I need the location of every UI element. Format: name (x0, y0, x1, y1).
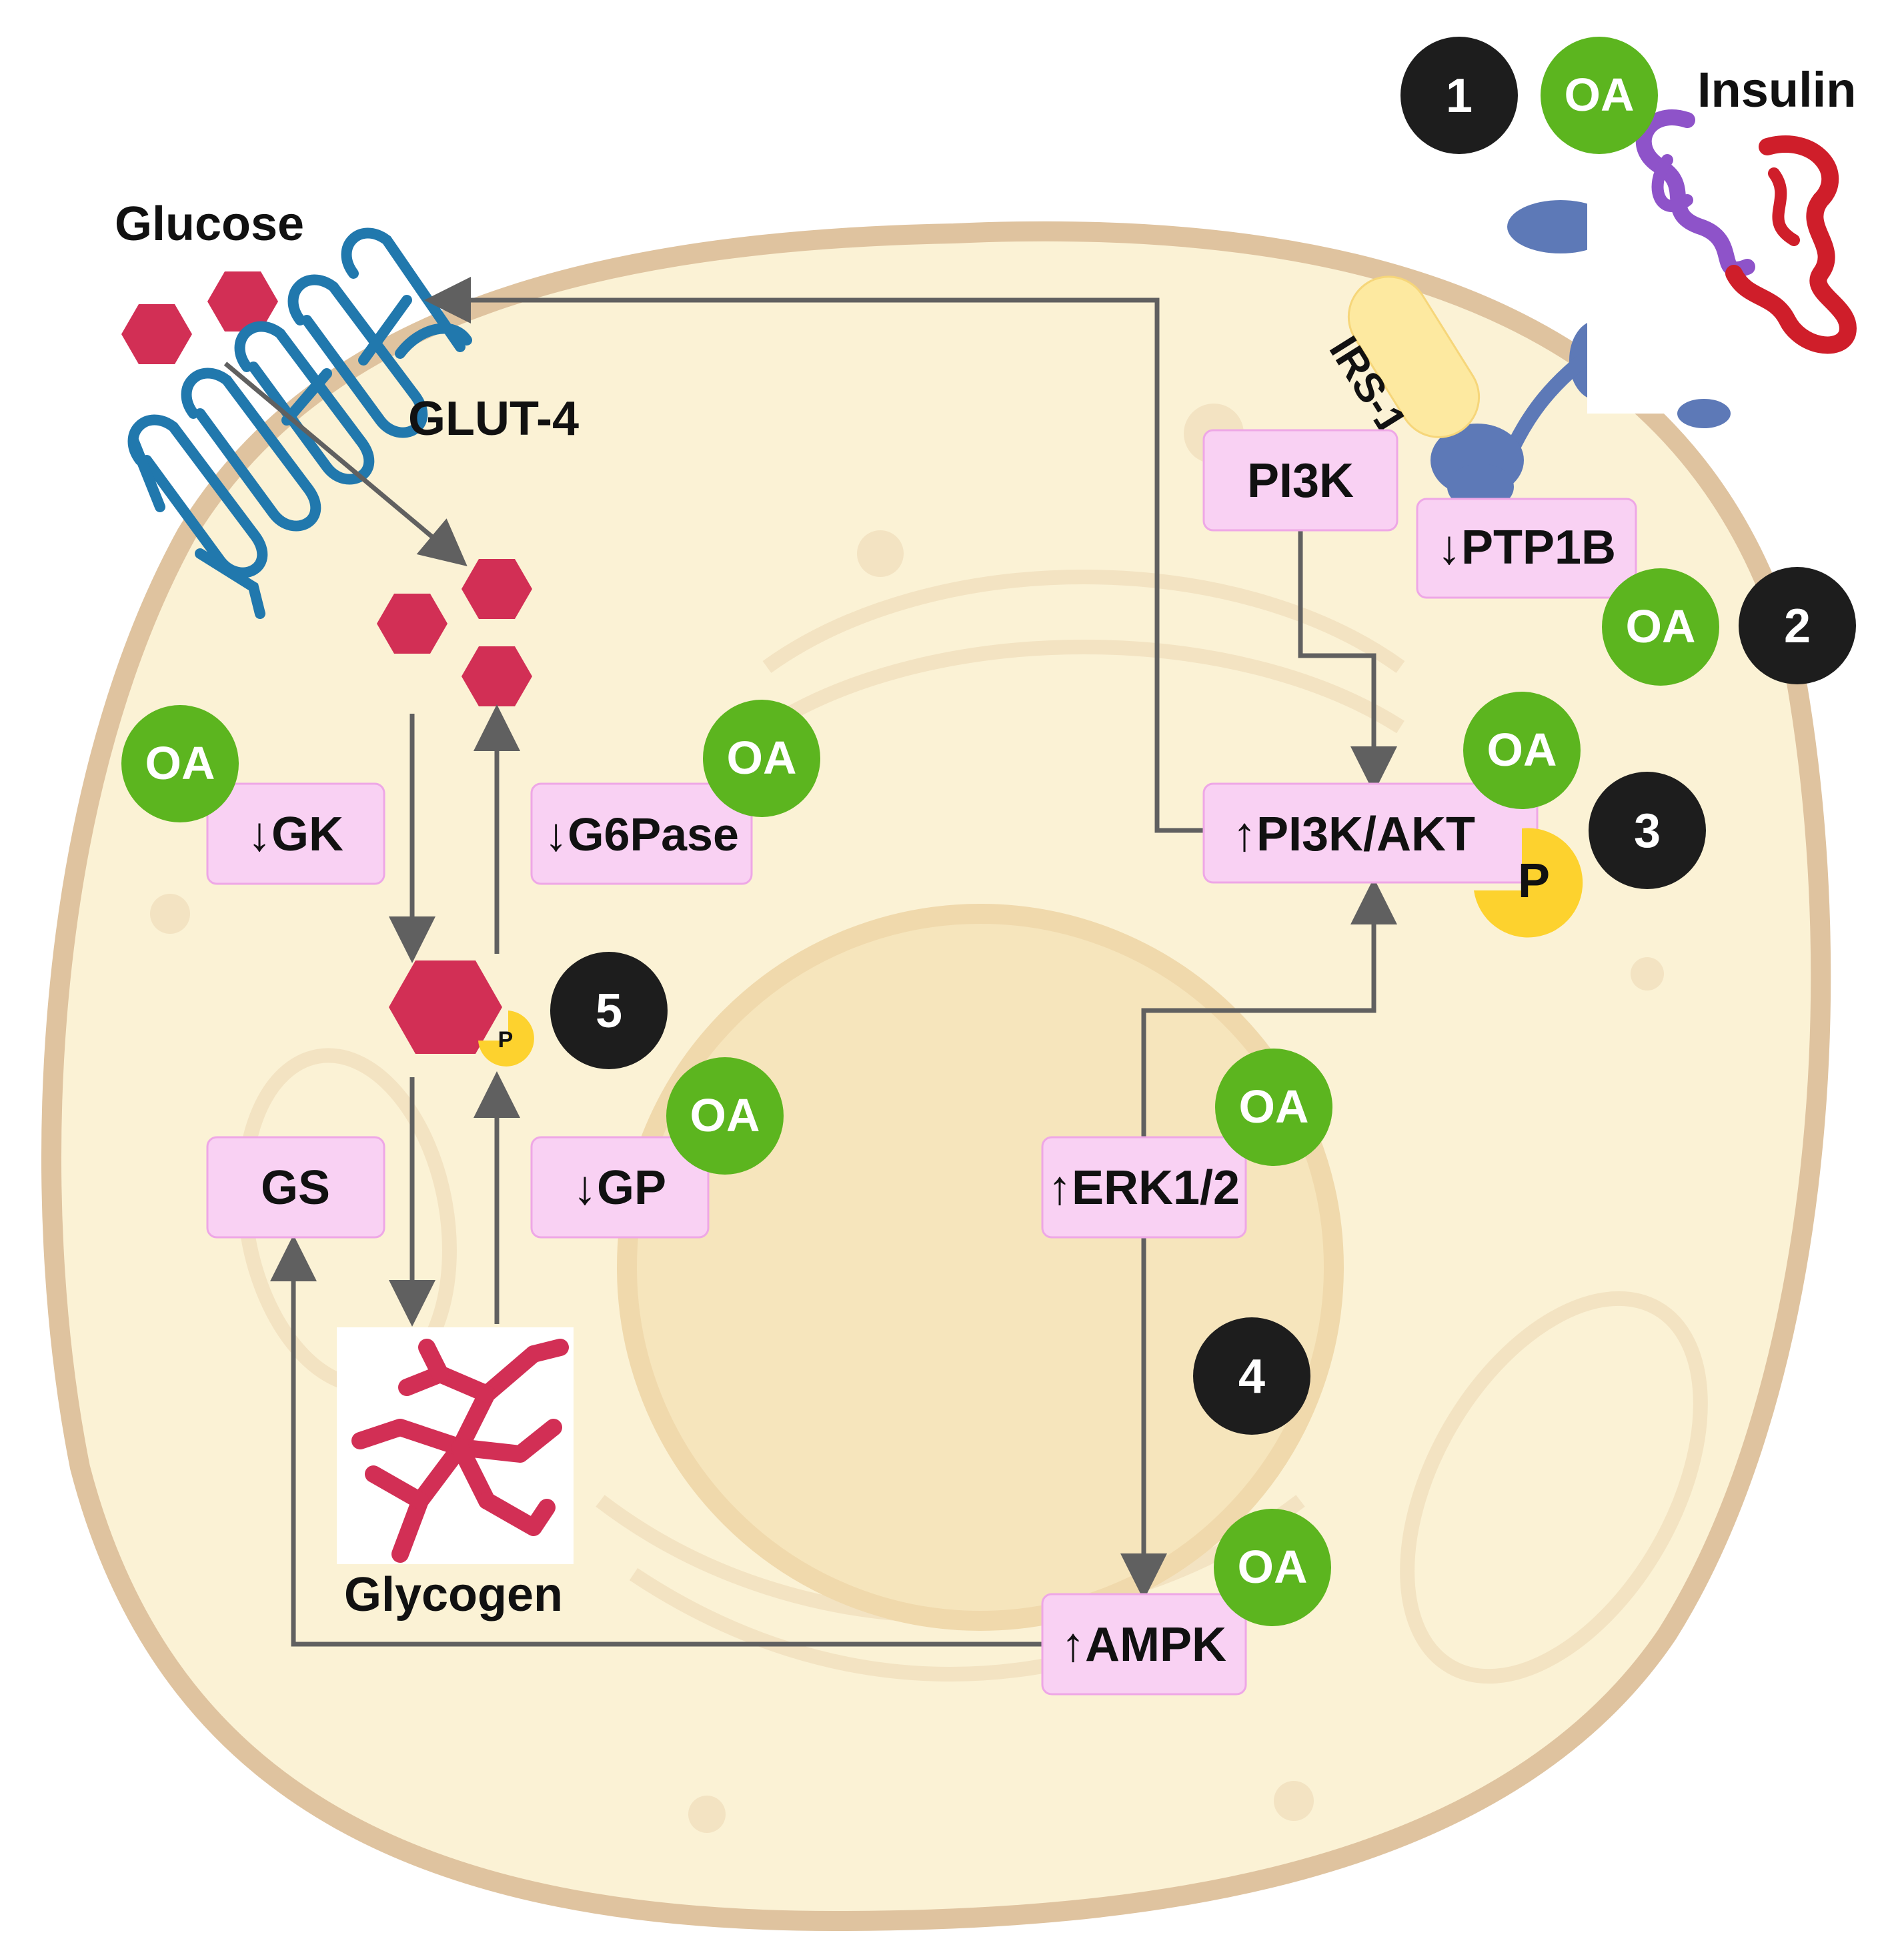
cytoplasm-dots (150, 404, 1664, 1833)
step-badge-1: 1 (1400, 37, 1518, 154)
glucose-molecule (377, 594, 447, 654)
pi3k-label: PI3K (1247, 454, 1354, 508)
glucose-molecule (207, 271, 278, 332)
enzyme-box-gk: ↓GK (206, 782, 385, 885)
pathway-arrows (223, 277, 1397, 1647)
phospho-tag-small: P (478, 1011, 534, 1067)
enzyme-box-ptp1b: ↓PTP1B (1416, 498, 1637, 599)
glucose-label: Glucose (115, 197, 304, 251)
oa-label: OA (1487, 724, 1557, 776)
insulin-protein (1635, 109, 1857, 354)
glucose-6-phosphate (389, 960, 502, 1054)
erk-label: ↑ERK1/2 (1048, 1161, 1240, 1215)
oa-badge-ampk: OA (1214, 1509, 1331, 1626)
oa-badge-erk: OA (1215, 1049, 1332, 1166)
ampk-label: ↑AMPK (1061, 1618, 1226, 1672)
phospho-label-small: P (498, 1027, 514, 1053)
oa-badge-ptp1b: OA (1602, 568, 1719, 686)
glucose-molecule (461, 646, 532, 706)
enzyme-box-pi3k: PI3K (1202, 429, 1398, 532)
step-badge-2: 2 (1739, 567, 1856, 684)
glycogen-label: Glycogen (344, 1568, 563, 1621)
gp-label: ↓GP (573, 1161, 666, 1215)
arrow-glucose-uptake (223, 362, 467, 566)
insulin-label: Insulin (1697, 62, 1856, 117)
receptor-lower-lobe (1677, 399, 1731, 428)
step-badge-4: 4 (1193, 1317, 1310, 1435)
arrow-erk-to-akt (1141, 878, 1397, 1137)
ptp1b-label: ↓PTP1B (1437, 521, 1616, 574)
enzyme-box-ampk: ↑AMPK (1041, 1593, 1247, 1696)
phospho-label-large: P (1518, 854, 1550, 908)
step-badge-3: 3 (1589, 772, 1706, 889)
enzyme-box-erk: ↑ERK1/2 (1041, 1136, 1247, 1239)
oa-label: OA (1565, 69, 1635, 121)
glut4-label: GLUT-4 (408, 392, 579, 446)
glucose-molecule (121, 304, 192, 364)
oa-label: OA (145, 737, 215, 789)
oa-label: OA (1239, 1081, 1309, 1133)
intracellular-glucose (377, 559, 532, 706)
arrow-ampk-to-gs (270, 1235, 1044, 1647)
receptor-mask (1587, 190, 1904, 414)
phospho-tag-large: P (1474, 828, 1583, 938)
oa-label: OA (690, 1089, 760, 1141)
enzyme-box-g6pase: ↓G6Pase (530, 782, 753, 885)
enzyme-box-gs: GS (206, 1136, 385, 1239)
oa-badge-g6pase: OA (703, 700, 820, 817)
enzyme-box-pi3k-akt: ↑PI3K/AKT (1202, 782, 1539, 884)
g6pase-label: ↓G6Pase (544, 808, 739, 860)
step-badge-5: 5 (550, 952, 668, 1069)
oa-label: OA (727, 732, 797, 784)
arrow-pi3k-to-akt (1298, 530, 1397, 793)
pi3k-akt-label: ↑PI3K/AKT (1232, 808, 1475, 861)
gs-label: GS (261, 1161, 330, 1215)
oa-badge-gp: OA (666, 1057, 784, 1175)
step-number: 2 (1784, 600, 1811, 653)
gk-label: ↓GK (247, 808, 343, 861)
oa-badge-insulin: OA (1541, 37, 1658, 154)
oa-label: OA (1626, 600, 1696, 652)
step-number: 4 (1238, 1350, 1265, 1403)
step-number: 3 (1634, 804, 1661, 858)
nucleus (617, 904, 1344, 1631)
arrow-akt-to-glut4 (424, 277, 1204, 833)
extracellular-glucose (121, 271, 278, 364)
glycogen-illustration (337, 1327, 574, 1564)
enzyme-box-gp: ↓GP (530, 1136, 710, 1239)
oa-label: OA (1238, 1541, 1308, 1593)
oa-badge-pi3k-akt: OA (1463, 692, 1581, 809)
oa-badge-gk: OA (121, 705, 239, 822)
step-number: 5 (596, 985, 622, 1038)
glut4-transporter (127, 227, 472, 619)
step-number: 1 (1446, 69, 1473, 123)
glucose-molecule (461, 559, 532, 619)
